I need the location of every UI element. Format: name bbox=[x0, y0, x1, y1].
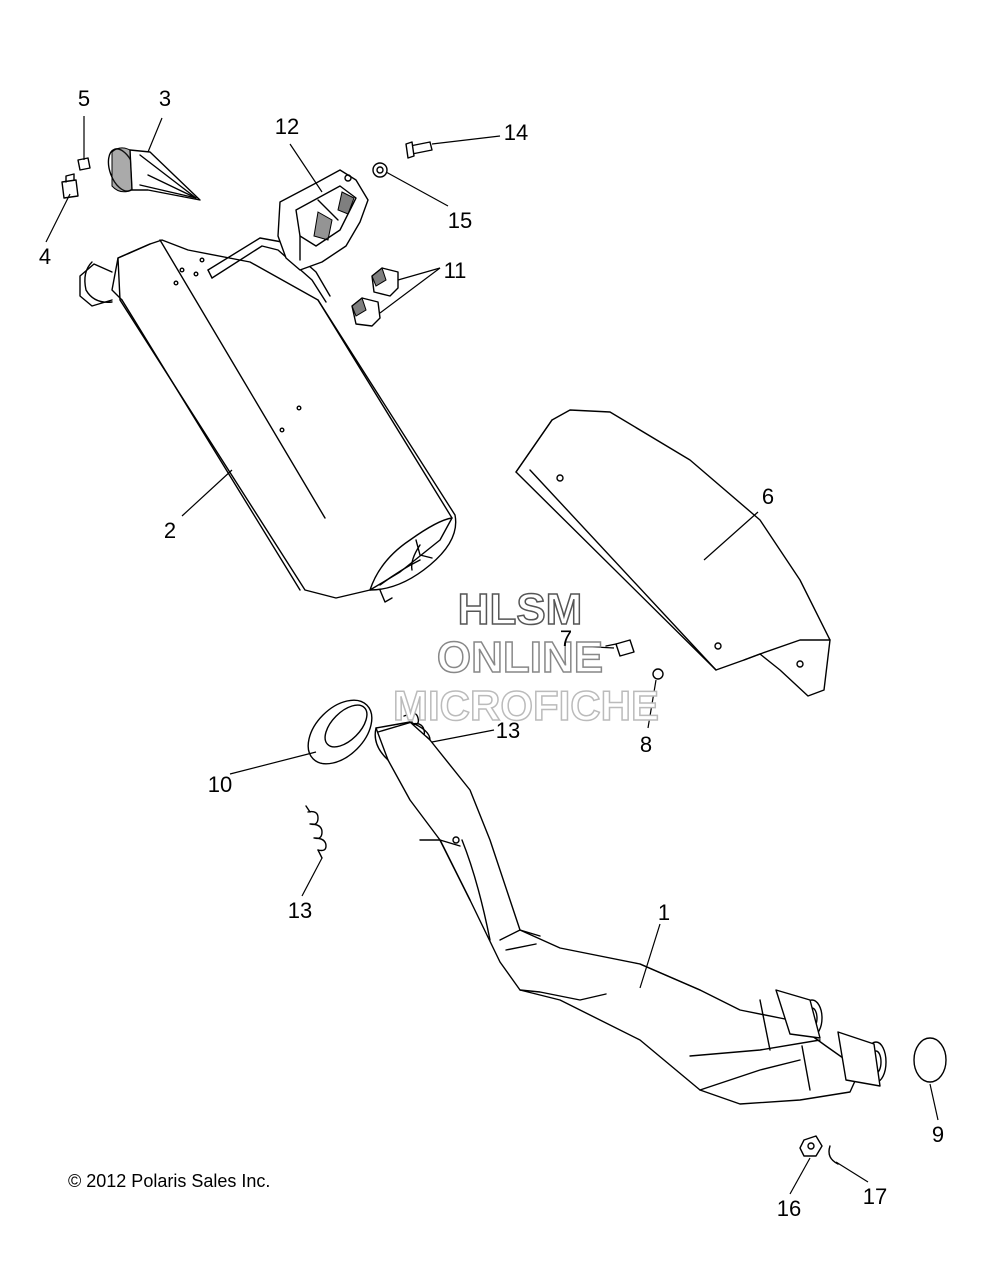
callout-10: 10 bbox=[208, 772, 232, 797]
head-pipe-part bbox=[374, 721, 887, 1105]
callout-13b: 13 bbox=[288, 898, 312, 923]
watermark-line1: HLSM bbox=[458, 585, 583, 634]
heat-shield-part bbox=[515, 409, 831, 697]
grommet-part-11b bbox=[371, 267, 399, 297]
leader-lines bbox=[45, 116, 939, 1195]
callout-4: 4 bbox=[39, 244, 51, 269]
callout-15: 15 bbox=[448, 208, 472, 233]
copyright-notice: © 2012 Polaris Sales Inc. bbox=[68, 1171, 271, 1191]
callout-12: 12 bbox=[275, 114, 299, 139]
nut-part-16 bbox=[799, 1135, 823, 1157]
spark-arrestor-part bbox=[107, 147, 201, 201]
callout-labels: 1 2 3 4 5 6 7 8 9 10 11 12 13 13 14 15 1… bbox=[39, 86, 944, 1221]
washer-part-8 bbox=[652, 668, 664, 680]
spring-part-13b bbox=[305, 805, 327, 859]
clip-part-17 bbox=[828, 1145, 839, 1165]
nut-part-15 bbox=[372, 162, 388, 178]
screw-part-7 bbox=[605, 639, 635, 657]
grommet-part-11a bbox=[351, 297, 381, 327]
callout-8: 8 bbox=[640, 732, 652, 757]
callout-5: 5 bbox=[78, 86, 90, 111]
callout-11: 11 bbox=[444, 258, 467, 283]
callout-13a: 13 bbox=[496, 718, 520, 743]
callout-7: 7 bbox=[560, 626, 572, 651]
callout-2: 2 bbox=[164, 518, 176, 543]
o-ring-part-9 bbox=[913, 1037, 947, 1083]
muffler-part bbox=[79, 237, 457, 603]
callout-9: 9 bbox=[932, 1122, 944, 1147]
bracket-part bbox=[277, 169, 369, 271]
gasket-part-10 bbox=[307, 699, 373, 765]
callout-6: 6 bbox=[762, 484, 774, 509]
bolt-part-14 bbox=[405, 141, 433, 159]
callout-16: 16 bbox=[777, 1196, 801, 1221]
watermark-line3: MICROFICHE bbox=[393, 682, 659, 729]
watermark-line2: ONLINE bbox=[437, 633, 603, 682]
watermark: HLSM ONLINE MICROFICHE bbox=[392, 584, 660, 730]
callout-17: 17 bbox=[863, 1184, 887, 1209]
callout-3: 3 bbox=[159, 86, 171, 111]
screw-part-4 bbox=[61, 173, 79, 199]
callout-14: 14 bbox=[504, 120, 528, 145]
cap-part-5 bbox=[77, 157, 91, 171]
callout-1: 1 bbox=[658, 900, 670, 925]
